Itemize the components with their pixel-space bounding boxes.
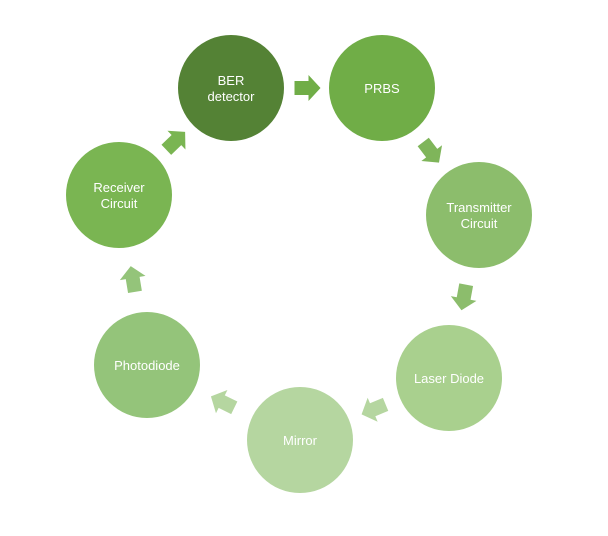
node-laser: Laser Diode — [396, 325, 502, 431]
arrow-ber-to-prbs — [294, 75, 321, 101]
node-photodiode-circle — [94, 312, 200, 418]
node-ber-circle — [178, 35, 284, 141]
node-mirror: Mirror — [247, 387, 353, 493]
node-laser-label-line-1: Laser Diode — [414, 371, 484, 386]
node-transmitter-label-line-1: Transmitter — [446, 200, 512, 215]
arrow-shape — [417, 137, 443, 163]
arrow-prbs-to-transmitter — [417, 137, 443, 163]
node-prbs-circle — [329, 35, 435, 141]
node-photodiode-label-line-1: Photodiode — [114, 358, 180, 373]
node-mirror-label-line-1: Mirror — [283, 433, 318, 448]
node-ber-label-line-1: BER — [218, 73, 245, 88]
arrow-mirror-to-photodiode — [210, 389, 238, 415]
node-prbs: PRBS — [329, 35, 435, 141]
arrow-laser-to-mirror — [361, 397, 389, 422]
node-prbs-label-line-1: PRBS — [364, 81, 400, 96]
node-transmitter-circle — [426, 162, 532, 268]
node-receiver-label-line-2: Circuit — [101, 196, 138, 211]
arrow-photodiode-to-receiver — [119, 266, 146, 293]
node-mirror-circle — [247, 387, 353, 493]
arrow-shape — [450, 283, 477, 311]
node-transmitter-label-line-2: Circuit — [461, 216, 498, 231]
node-receiver-circle — [66, 142, 172, 248]
arrow-shape — [161, 130, 186, 155]
arrow-shape — [294, 75, 321, 101]
node-ber-label-line-2: detector — [208, 89, 256, 104]
node-receiver-label-line-1: Receiver — [93, 180, 145, 195]
arrow-receiver-to-ber — [161, 130, 186, 155]
arrow-transmitter-to-laser — [450, 283, 477, 311]
arrow-shape — [210, 389, 238, 415]
arrows-layer — [119, 75, 477, 422]
arrow-shape — [361, 397, 389, 422]
node-photodiode: Photodiode — [94, 312, 200, 418]
arrow-shape — [119, 266, 146, 293]
node-laser-circle — [396, 325, 502, 431]
